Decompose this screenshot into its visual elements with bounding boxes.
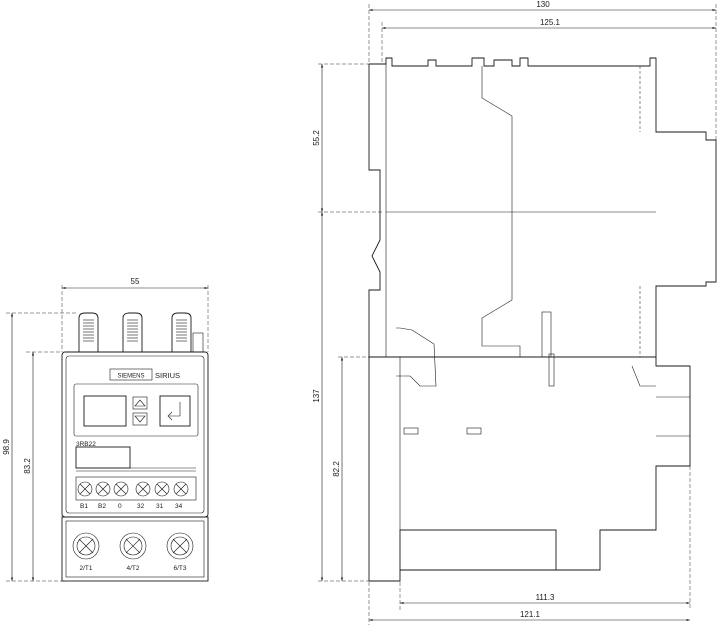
terminal-label: 32 bbox=[137, 503, 145, 510]
side-bottom-width-1-label: 111.3 bbox=[536, 593, 555, 602]
label-plate bbox=[75, 446, 131, 469]
control-terminals: B1 B2 0 32 31 34 bbox=[75, 476, 197, 510]
front-total-height-label: 98.9 bbox=[2, 439, 11, 455]
terminal-label: 31 bbox=[156, 503, 164, 510]
front-body-height-dimension: 83.2 bbox=[23, 351, 62, 581]
led-slot bbox=[466, 427, 482, 435]
side-bottom-width-2-label: 121.1 bbox=[520, 610, 541, 619]
enter-icon bbox=[167, 402, 181, 421]
side-lower-height-label: 82.2 bbox=[332, 461, 341, 477]
front-panel-controls bbox=[73, 383, 199, 437]
terminal-label: 34 bbox=[175, 503, 183, 510]
side-upper-height-label: 55.2 bbox=[312, 130, 321, 146]
led-slot bbox=[403, 427, 419, 435]
brand-label: SIEMENS bbox=[117, 374, 144, 380]
side-total-width-dimension: 130 bbox=[368, 0, 717, 140]
terminal-label: B1 bbox=[80, 503, 88, 510]
screw-icon bbox=[113, 481, 129, 497]
screw-icon bbox=[173, 481, 189, 497]
enter-button bbox=[159, 395, 191, 427]
screw-icon bbox=[72, 532, 100, 560]
side-bottom-width-2-dimension: 121.1 bbox=[368, 582, 690, 625]
side-total-height-label: 137 bbox=[312, 389, 321, 403]
front-total-height-dimension: 98.9 bbox=[2, 312, 76, 582]
screw-icon bbox=[119, 532, 147, 560]
power-terminal-label: 6/T3 bbox=[173, 565, 186, 572]
contactor-outline bbox=[368, 57, 717, 357]
terminal-label: B2 bbox=[98, 503, 106, 510]
screw-icon bbox=[166, 532, 194, 560]
product-label: SIRIUS bbox=[155, 371, 180, 380]
branding: SIEMENS SIRIUS bbox=[109, 368, 180, 381]
up-arrow-icon bbox=[134, 399, 146, 407]
screw-icon bbox=[154, 481, 170, 497]
side-upper-height-dimension: 55.2 bbox=[312, 63, 382, 213]
top-terminal-tabs bbox=[78, 312, 204, 353]
side-total-height-dimension: 137 bbox=[312, 212, 400, 582]
side-upper-width-label: 125.1 bbox=[540, 18, 561, 27]
display-window bbox=[83, 395, 127, 427]
down-button bbox=[132, 412, 148, 426]
screw-icon bbox=[95, 481, 111, 497]
power-terminals: 2/T1 4/T2 6/T3 bbox=[72, 532, 194, 572]
screw-icon bbox=[77, 481, 93, 497]
power-terminal-label: 2/T1 bbox=[79, 565, 92, 572]
relay-outline bbox=[368, 311, 691, 582]
front-width-label: 55 bbox=[131, 277, 140, 286]
down-arrow-icon bbox=[134, 415, 146, 423]
front-width-dimension: 55 bbox=[61, 277, 209, 352]
side-total-width-label: 130 bbox=[536, 0, 550, 9]
side-lower-height-dimension: 82.2 bbox=[332, 356, 400, 581]
up-button bbox=[132, 396, 148, 410]
front-view: 55 98.9 83.2 bbox=[2, 277, 209, 582]
side-upper-width-dimension: 125.1 bbox=[381, 18, 716, 64]
front-body-height-label: 83.2 bbox=[23, 458, 32, 474]
power-terminal-label: 4/T2 bbox=[126, 565, 139, 572]
screw-icon bbox=[135, 481, 151, 497]
terminal-label: 0 bbox=[118, 503, 122, 510]
side-view: 130 125.1 55.2 137 82.2 bbox=[312, 0, 717, 625]
model-label: 3RB22 bbox=[76, 441, 96, 448]
front-housing bbox=[61, 351, 209, 582]
model-section: 3RB22 bbox=[75, 441, 196, 472]
terminal-block bbox=[399, 529, 557, 571]
side-bottom-width-1-dimension: 111.3 bbox=[399, 466, 691, 610]
